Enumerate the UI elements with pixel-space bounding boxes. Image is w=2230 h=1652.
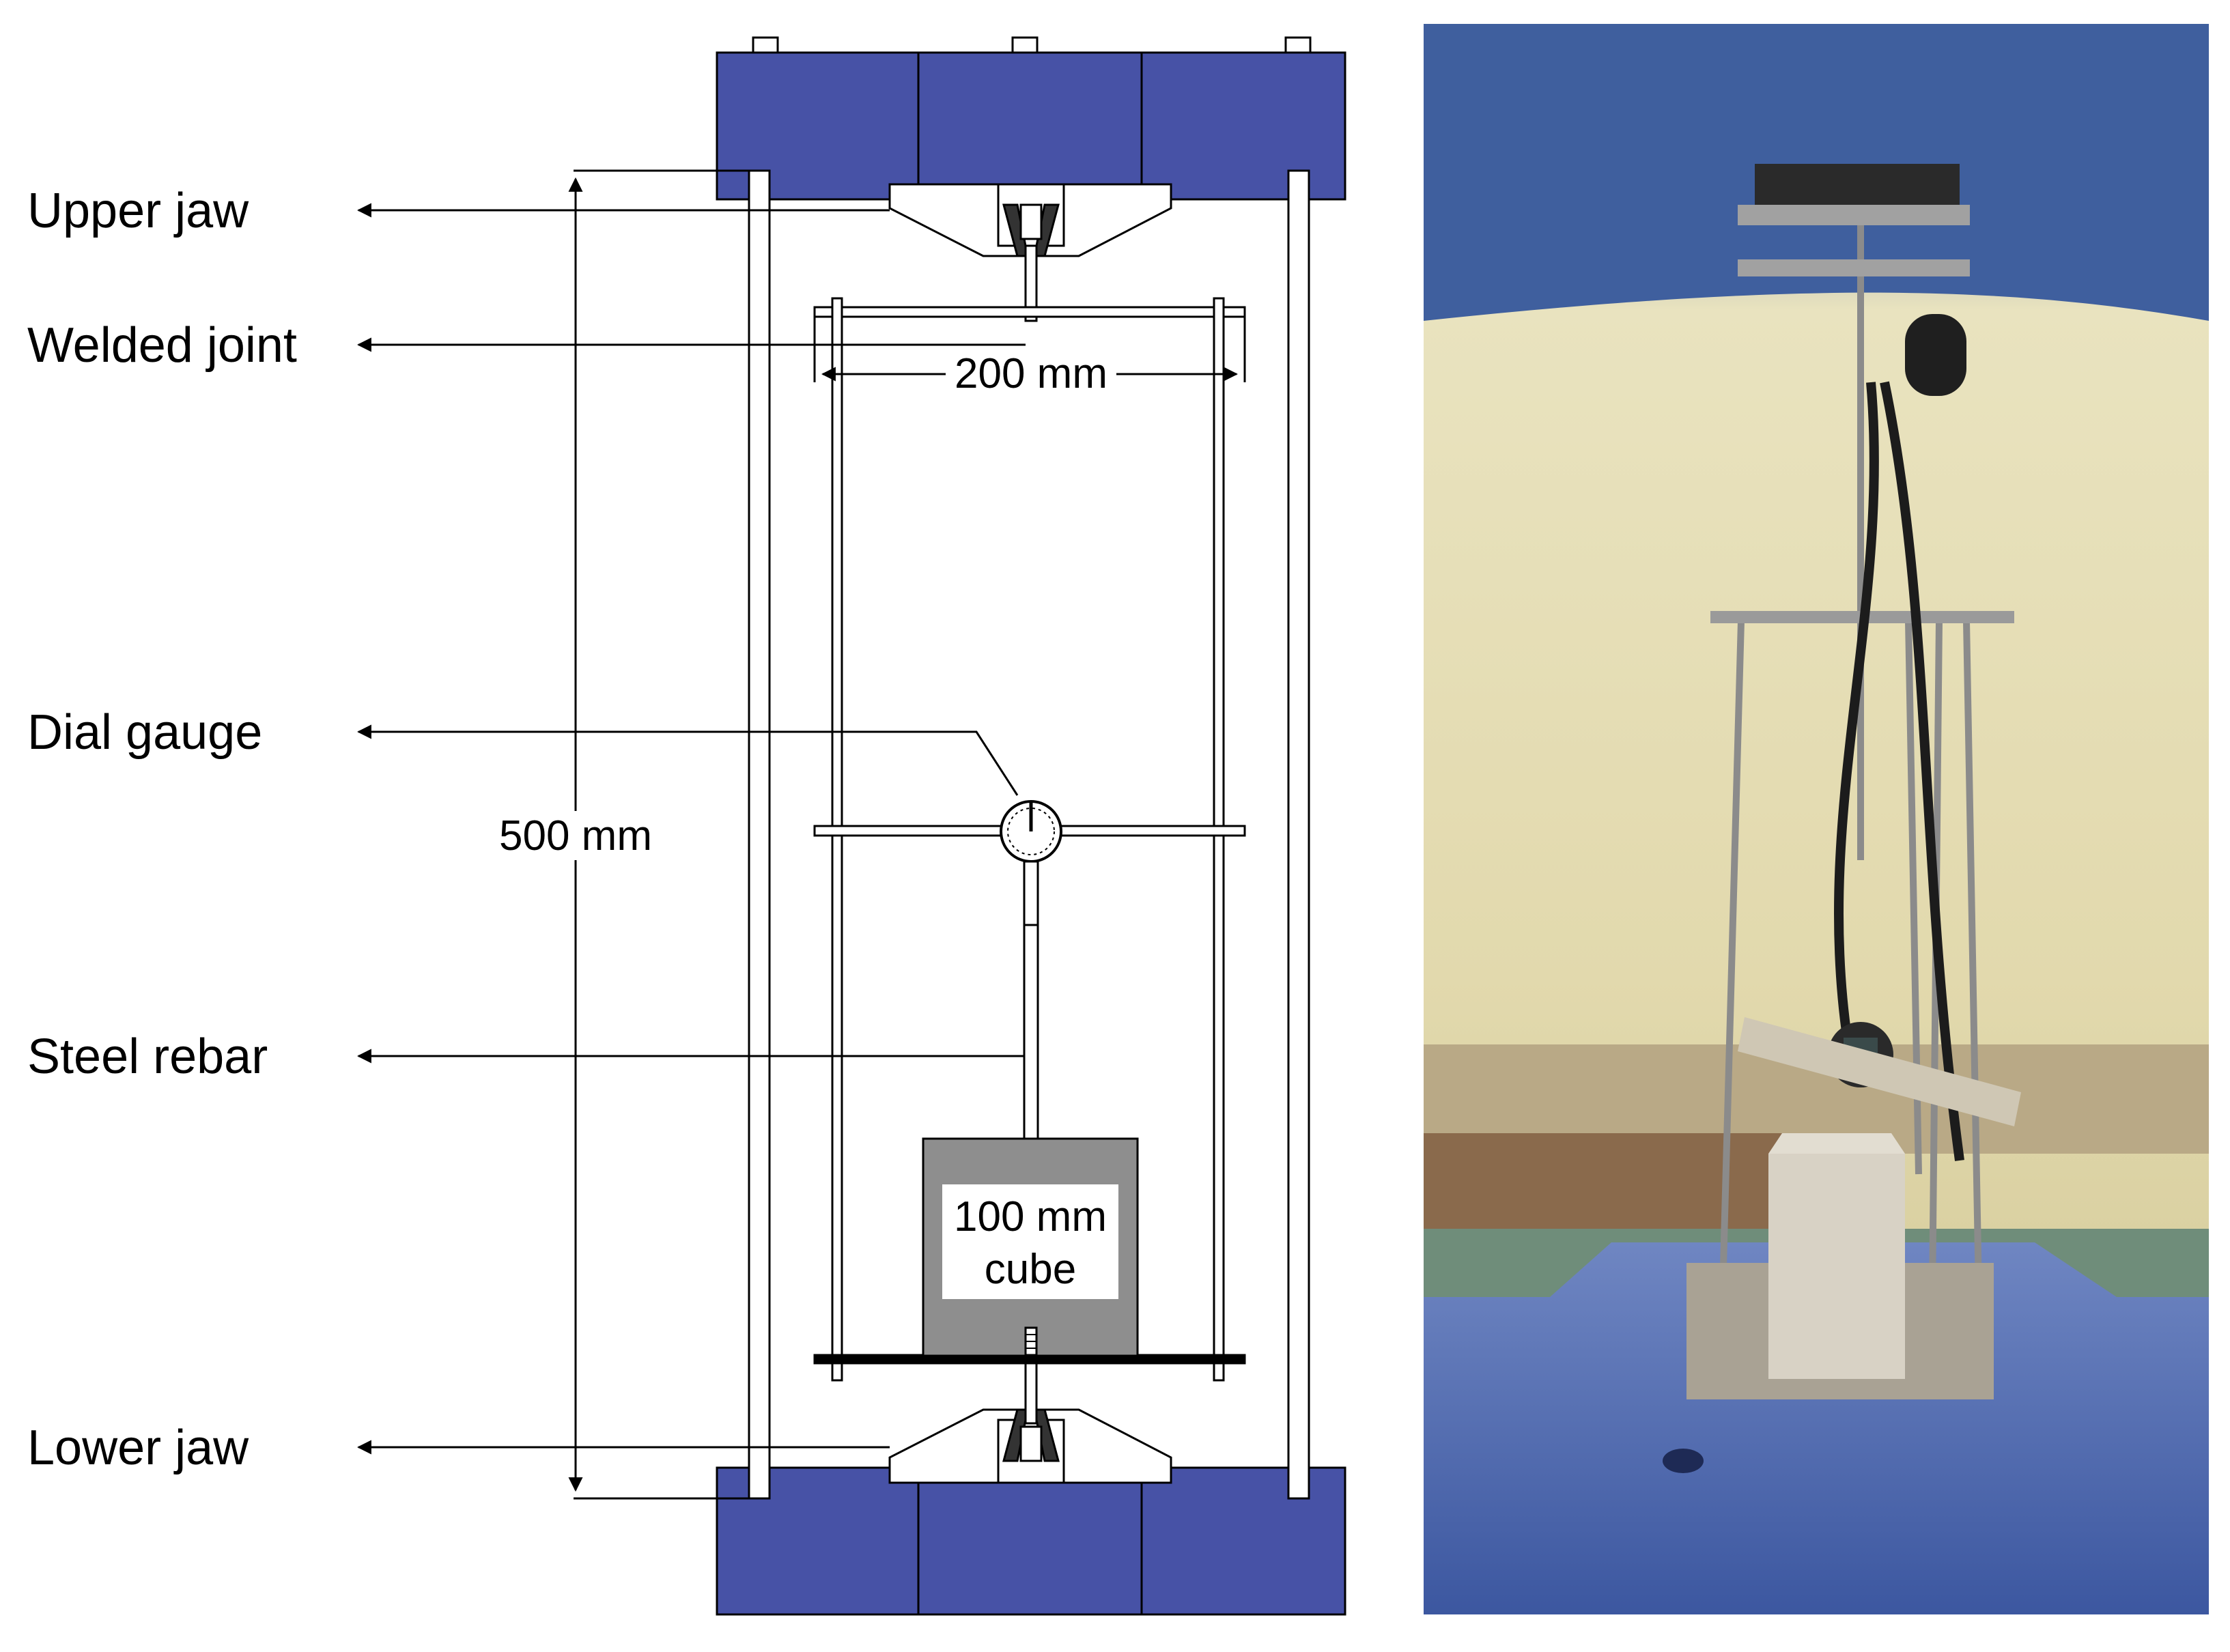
lower-jaw-block	[716, 1466, 1346, 1616]
inner-frame	[813, 297, 1246, 1382]
left-column	[748, 169, 771, 1500]
label-welded-joint: Welded joint	[27, 318, 297, 373]
leader-lines	[356, 203, 1026, 1455]
labels: Upper jaw Welded joint Dial gauge Steel …	[27, 184, 1113, 1475]
label-steel-rebar: Steel rebar	[27, 1029, 268, 1084]
test-photo	[1424, 24, 2209, 1614]
cube-label-line1: 100 mm	[954, 1193, 1107, 1240]
label-lower-jaw: Lower jaw	[27, 1421, 249, 1475]
width-dimension	[813, 317, 1246, 382]
width-label: 200 mm	[955, 350, 1107, 397]
steel-rebar	[1023, 924, 1039, 1141]
dial-gauge-leader	[356, 724, 1019, 796]
height-label: 500 mm	[499, 812, 652, 859]
right-column	[1287, 169, 1310, 1500]
concrete-cube	[922, 1137, 1139, 1357]
upper-grip	[888, 183, 1172, 322]
cube-label-line2: cube	[985, 1246, 1076, 1293]
upper-jaw-block	[716, 36, 1346, 201]
lower-grip	[888, 1354, 1172, 1484]
label-dial-gauge: Dial gauge	[27, 705, 262, 760]
dial-gauge	[1000, 800, 1062, 931]
height-dimension	[568, 169, 749, 1500]
label-upper-jaw: Upper jaw	[27, 184, 249, 238]
schematic	[356, 36, 1346, 1616]
